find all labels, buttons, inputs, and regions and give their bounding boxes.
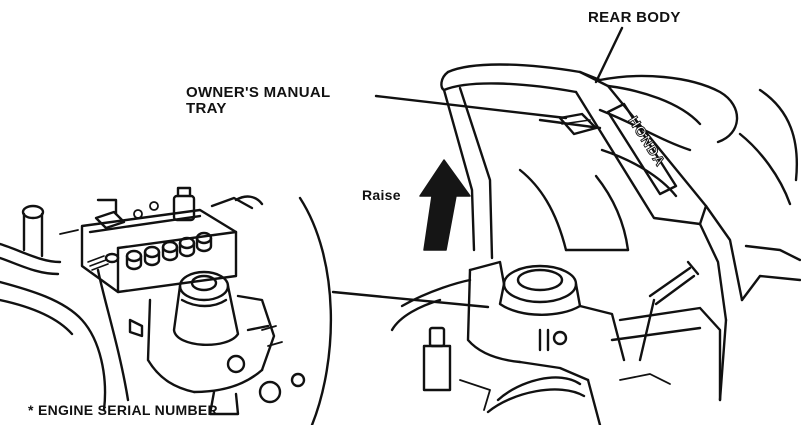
hose-left	[0, 204, 62, 276]
rear-body-leader-line	[594, 26, 624, 84]
engine-serial-number-label: * ENGINE SERIAL NUMBER	[28, 402, 218, 418]
oil-filler-reservoir	[172, 270, 240, 346]
engine-block-lower	[128, 294, 306, 416]
owners-manual-tray	[558, 112, 598, 136]
inset-divider-curve	[298, 196, 333, 425]
owners-manual-tray-label-line2: TRAY	[186, 99, 227, 117]
raise-label: Raise	[362, 187, 401, 203]
serial-leader-line	[96, 268, 130, 402]
owners-manual-tray-label: OWNER'S MANUAL TRAY	[186, 85, 330, 117]
rear-body-label: REAR BODY	[588, 9, 681, 26]
manual-tray-leader-line	[374, 94, 568, 120]
tank-outline-left	[0, 280, 107, 412]
serial-number-stamp	[87, 255, 109, 271]
honda-badge-text: HONDA	[625, 113, 668, 169]
battery-caps	[104, 231, 213, 271]
main-engine-assembly	[390, 260, 722, 425]
inset-misc-details	[59, 201, 283, 347]
raise-arrow	[419, 159, 471, 251]
owners-manual-tray-label-line1: OWNER'S MANUAL	[186, 84, 331, 101]
honda-badge-plate	[606, 102, 678, 196]
engine-closeup-inset	[0, 186, 490, 425]
raised-rear-body	[440, 63, 801, 402]
inset-top-parts	[94, 186, 264, 230]
inset-leader-line	[331, 290, 490, 309]
